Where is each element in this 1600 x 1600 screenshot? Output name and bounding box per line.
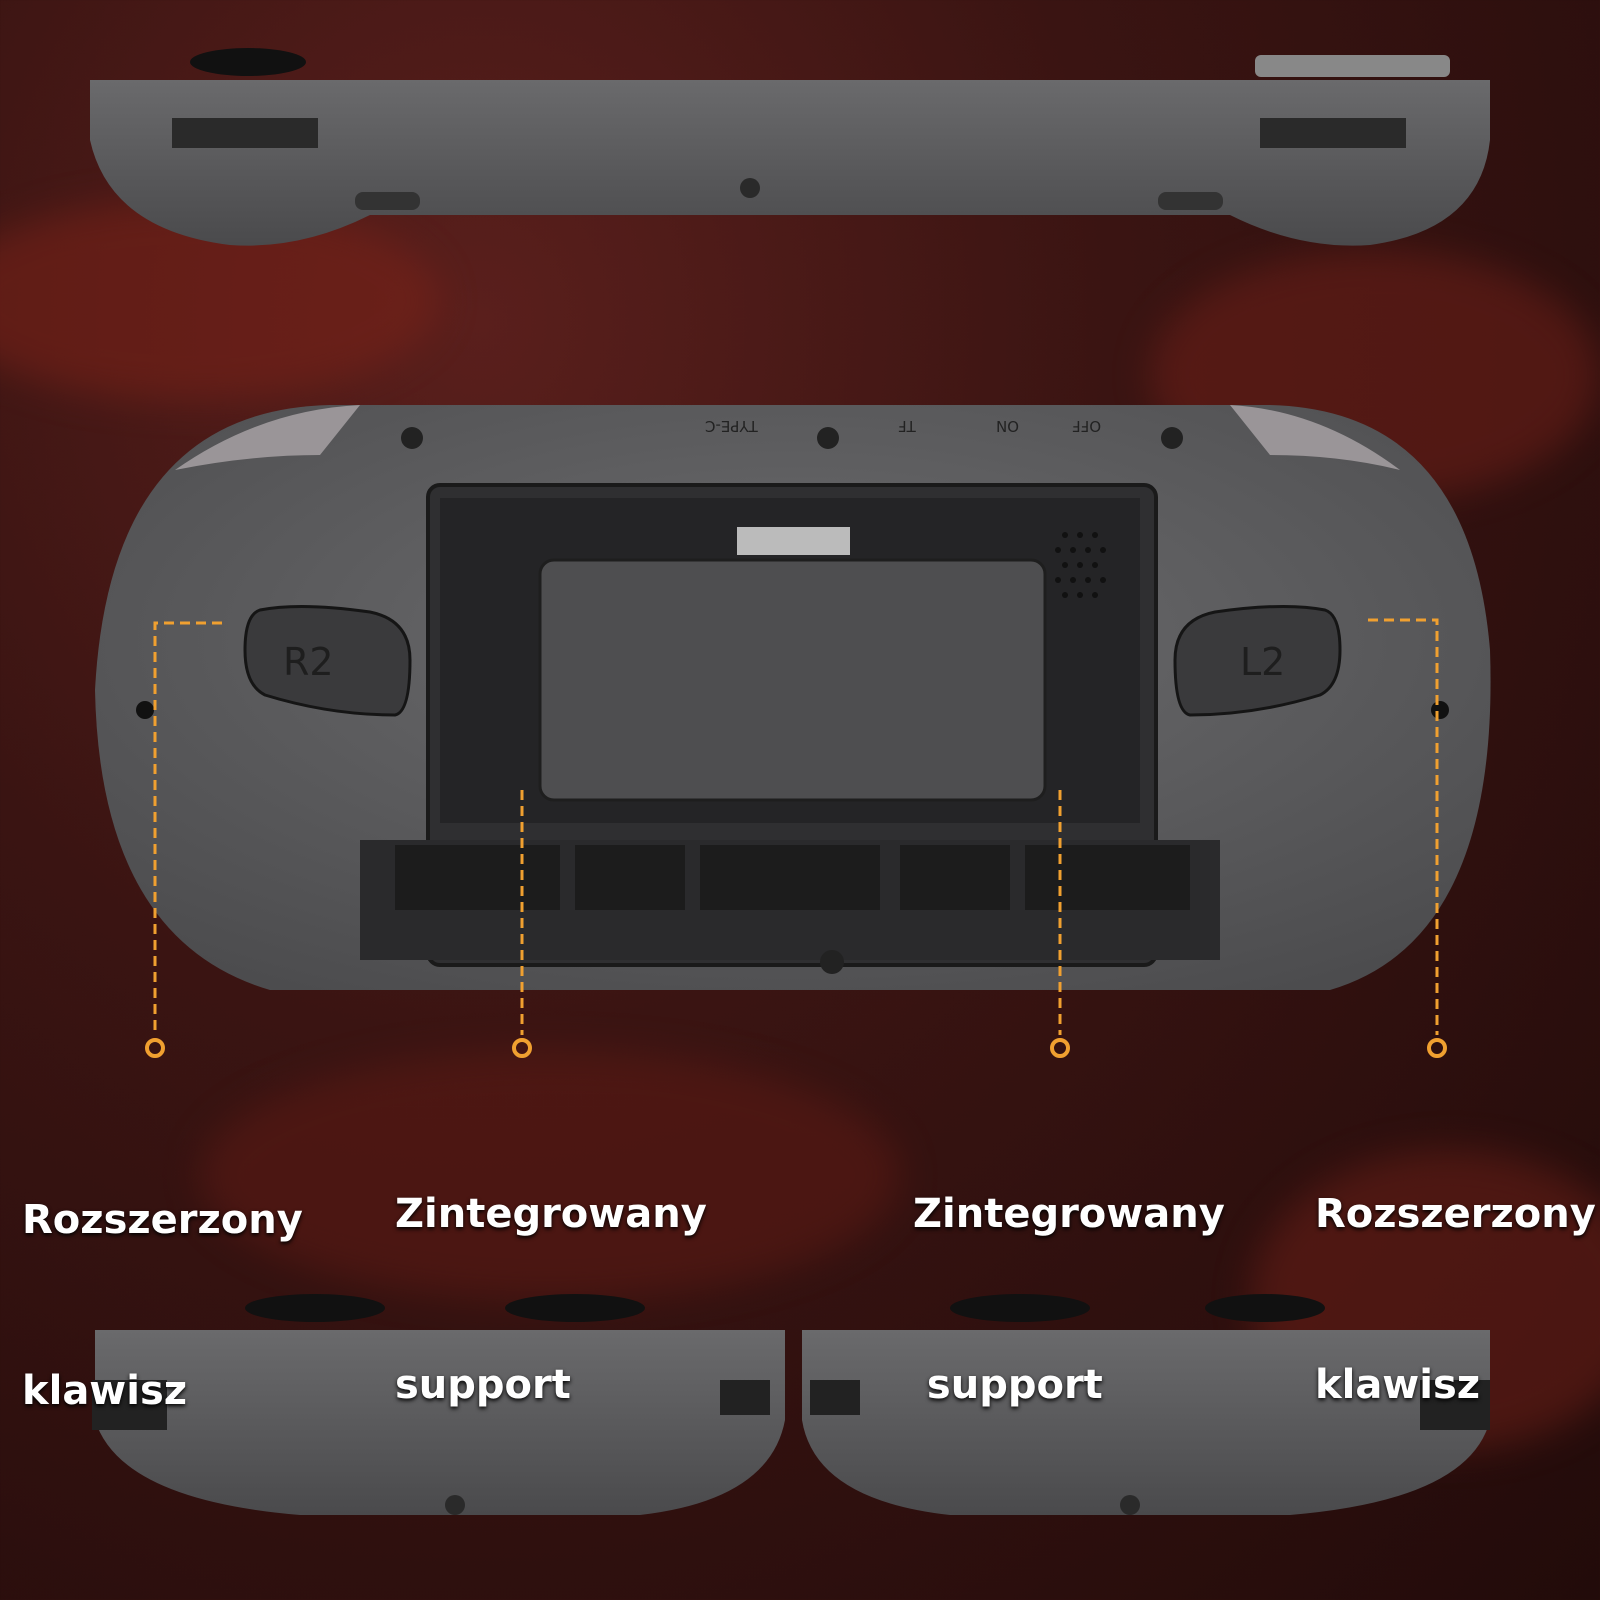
- port-label-type-c: TYPE-C: [705, 417, 758, 435]
- callout-line2: support: [913, 1362, 1103, 1408]
- callout-line2: support: [395, 1362, 571, 1408]
- r2-label: R2: [283, 640, 334, 684]
- port-label-on: ON: [996, 417, 1020, 435]
- callout-line1: Rozszerzony: [1315, 1191, 1596, 1237]
- callout-dot-icon: [145, 1038, 1447, 1058]
- callout-line1: Zintegrowany: [913, 1191, 1225, 1237]
- callout-line2: klawisz: [1315, 1362, 1481, 1408]
- port-label-off: OFF: [1072, 417, 1102, 435]
- callout-label-extended-key-right: Rozszerzony klawisz: [1315, 1072, 1596, 1471]
- callout-label-extended-key-left: Rozszerzony klawisz: [22, 1078, 303, 1477]
- callout-label-integrated-support-left: Zintegrowany support: [395, 1072, 707, 1471]
- speaker-grille-icon: [1055, 532, 1106, 598]
- callout-label-integrated-support-right: Zintegrowany support: [913, 1072, 1225, 1471]
- callout-line1: Rozszerzony: [22, 1197, 303, 1243]
- device-back-view: [95, 405, 1491, 990]
- device-bottom-right-view: [802, 1294, 1490, 1515]
- port-label-tf: TF: [898, 417, 916, 435]
- l2-button[interactable]: [1173, 604, 1342, 717]
- callout-line2: klawisz: [22, 1368, 188, 1414]
- background-streak: [200, 1050, 900, 1300]
- callout-line1: Zintegrowany: [395, 1191, 707, 1237]
- device-bottom-left-view: [92, 1294, 785, 1515]
- device-top-edge-view: [90, 48, 1490, 246]
- r2-button[interactable]: [243, 604, 412, 717]
- l2-label: L2: [1240, 640, 1286, 684]
- callout-lines: [153, 618, 1439, 1035]
